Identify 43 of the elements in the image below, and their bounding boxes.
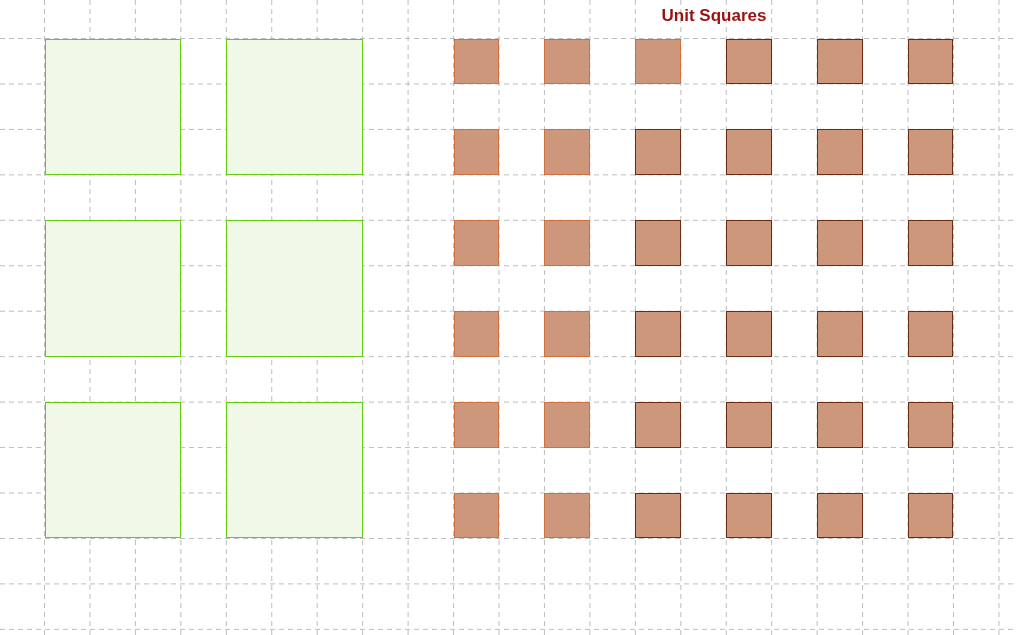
unit-square (544, 220, 590, 266)
unit-square (453, 38, 499, 84)
unit-square (726, 402, 772, 448)
large-square (226, 38, 363, 175)
unit-square (726, 220, 772, 266)
unit-square (908, 129, 954, 175)
unit-square (635, 402, 681, 448)
unit-square (635, 129, 681, 175)
large-square (44, 38, 181, 175)
unit-square (817, 402, 863, 448)
large-square (226, 402, 363, 539)
unit-square (817, 493, 863, 539)
large-square (44, 220, 181, 357)
unit-square (544, 311, 590, 357)
unit-square (726, 311, 772, 357)
unit-square (544, 493, 590, 539)
unit-square (544, 402, 590, 448)
unit-square (908, 493, 954, 539)
unit-square (908, 311, 954, 357)
unit-square (726, 493, 772, 539)
unit-square (453, 493, 499, 539)
unit-square (817, 38, 863, 84)
large-square (44, 402, 181, 539)
unit-square (544, 129, 590, 175)
unit-square (817, 220, 863, 266)
unit-square (635, 220, 681, 266)
unit-square (635, 311, 681, 357)
unit-square (908, 402, 954, 448)
unit-square (635, 493, 681, 539)
title: Unit Squares (660, 6, 768, 26)
large-square (226, 220, 363, 357)
unit-square (453, 311, 499, 357)
unit-square (908, 38, 954, 84)
unit-square (544, 38, 590, 84)
unit-square (726, 38, 772, 84)
unit-square (726, 129, 772, 175)
unit-square (817, 129, 863, 175)
unit-square (453, 129, 499, 175)
unit-square (908, 220, 954, 266)
unit-square (817, 311, 863, 357)
unit-square (453, 220, 499, 266)
unit-square (453, 402, 499, 448)
unit-square (635, 38, 681, 84)
